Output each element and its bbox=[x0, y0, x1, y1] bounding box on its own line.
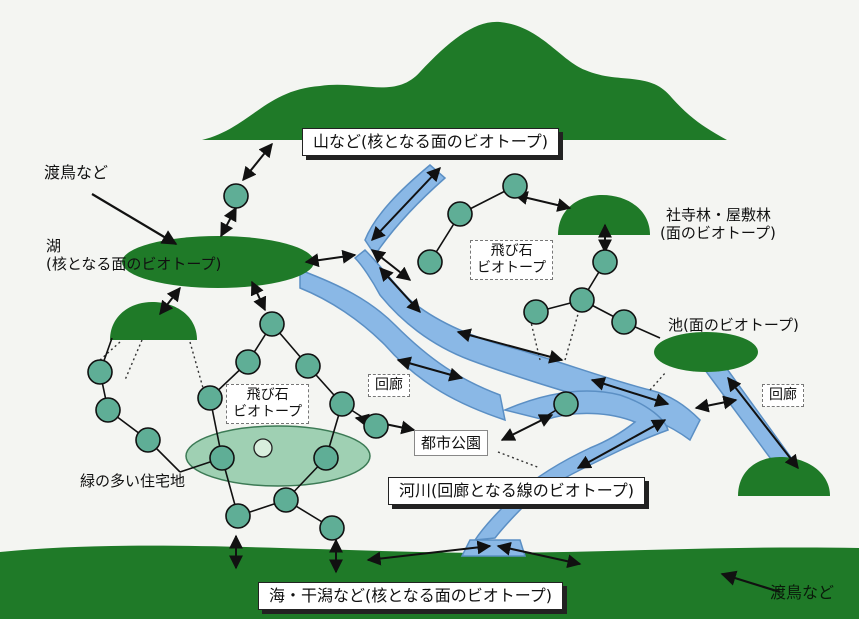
lake-shape bbox=[122, 236, 314, 288]
stepping-stone-nodes bbox=[87, 173, 637, 541]
city-park-label: 都市公園 bbox=[414, 430, 489, 456]
sea-label: 海・干潟など(核となる面のビオトープ) bbox=[258, 582, 564, 610]
migratory-birds-label-top: 渡鳥など bbox=[44, 163, 109, 182]
corridor-label-middle: 回廊 bbox=[368, 374, 410, 397]
migratory-birds-label-bottom: 渡鳥など bbox=[770, 583, 835, 602]
shrine-forest-label-line1: 社寺林・屋敷林 bbox=[666, 206, 772, 224]
corridor-right-text: 回廊 bbox=[769, 387, 797, 403]
lake-label-line2: (核となる面のビオトープ) bbox=[46, 255, 222, 273]
stepping-stone-right-line2: ビオトープ bbox=[477, 260, 547, 276]
arrows bbox=[159, 142, 799, 574]
corridor-middle-text: 回廊 bbox=[375, 377, 403, 393]
corridor-label-right: 回廊 bbox=[762, 384, 804, 407]
mountain-shape bbox=[202, 21, 727, 140]
river-label: 河川(回廊となる線のビオトープ) bbox=[388, 477, 646, 505]
lake-label-line1: 湖 bbox=[46, 237, 62, 255]
one-way-arrows bbox=[91, 193, 781, 594]
shrine-forest-label-line2: (面のビオトープ) bbox=[660, 224, 776, 242]
residential-house bbox=[253, 438, 273, 458]
stepping-stone-label-right: 飛び石 ビオトープ bbox=[470, 240, 554, 280]
stepping-stone-label-left: 飛び石 ビオトープ bbox=[226, 384, 310, 424]
pond-shape bbox=[654, 332, 758, 372]
dome-left bbox=[110, 302, 197, 340]
pond-label: 池(面のビオトープ) bbox=[668, 316, 799, 334]
mountain-label: 山など(核となる面のビオトープ) bbox=[302, 128, 560, 156]
dome-right bbox=[738, 457, 830, 496]
shrine-forest-shape bbox=[558, 195, 650, 235]
stepping-stone-left-line1: 飛び石 bbox=[246, 387, 289, 403]
stepping-stone-left-line2: ビオトープ bbox=[233, 404, 303, 420]
residential-area-label: 緑の多い住宅地 bbox=[80, 472, 186, 490]
stepping-stone-right-line1: 飛び石 bbox=[490, 243, 533, 259]
residential-area-shape bbox=[185, 425, 371, 487]
